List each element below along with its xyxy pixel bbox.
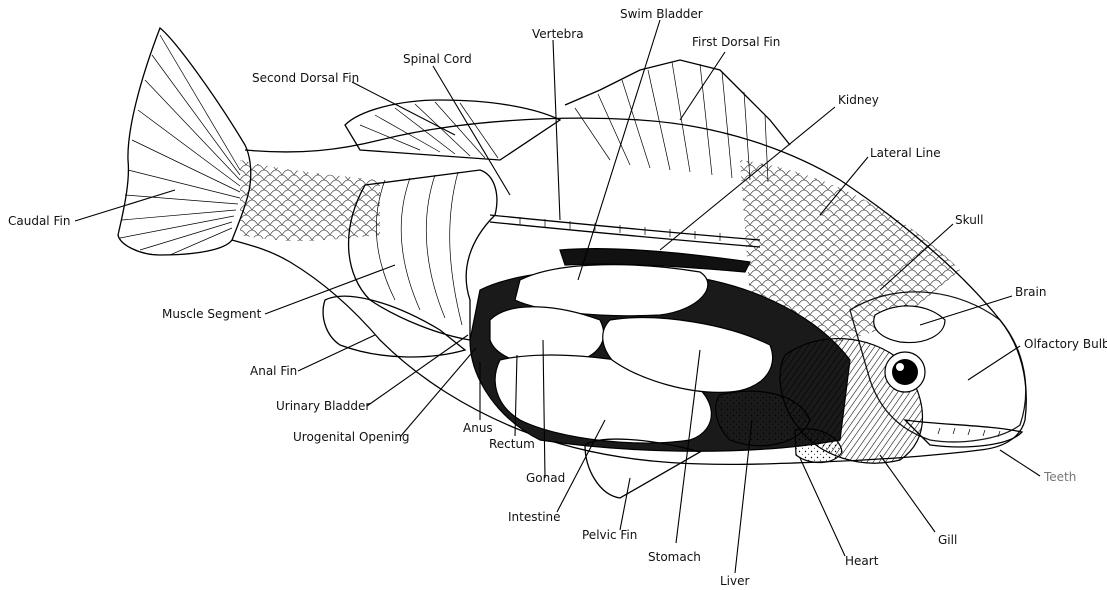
leader-spinal-cord — [433, 66, 510, 195]
label-heart: Heart — [845, 554, 879, 568]
label-pelvic-fin: Pelvic Fin — [582, 528, 637, 542]
label-swim-bladder: Swim Bladder — [620, 7, 703, 21]
label-olfactory-bulb: Olfactory Bulb — [1024, 337, 1107, 351]
label-skull: Skull — [955, 213, 983, 227]
label-anus: Anus — [463, 421, 493, 435]
caudal-fin-drawing — [118, 28, 251, 255]
leader-anal-fin — [298, 335, 375, 371]
leader-gill — [880, 455, 935, 532]
label-stomach: Stomach — [648, 550, 701, 564]
label-urogenital-opening: Urogenital Opening — [293, 430, 410, 444]
label-lateral-line: Lateral Line — [870, 146, 941, 160]
vertebral-column-drawing — [490, 215, 760, 247]
label-anal-fin: Anal Fin — [250, 364, 297, 378]
leader-teeth — [1000, 450, 1040, 476]
label-liver: Liver — [720, 574, 750, 588]
label-gill: Gill — [938, 533, 957, 547]
label-caudal-fin: Caudal Fin — [8, 214, 70, 228]
anal-fin-drawing — [323, 296, 465, 357]
leader-vertebra — [553, 40, 560, 220]
second-dorsal-fin-drawing — [345, 100, 560, 160]
label-urinary-bladder: Urinary Bladder — [276, 399, 370, 413]
label-second-dorsal-fin: Second Dorsal Fin — [252, 71, 359, 85]
leader-heart — [800, 458, 845, 556]
leader-pelvic-fin — [620, 478, 630, 530]
label-rectum: Rectum — [489, 437, 535, 451]
leader-muscle-segment — [265, 265, 395, 314]
label-gonad: Gonad — [526, 471, 565, 485]
label-spinal-cord: Spinal Cord — [403, 52, 472, 66]
label-brain: Brain — [1015, 285, 1046, 299]
label-vertebra: Vertebra — [532, 27, 584, 41]
leader-olfactory-bulb — [968, 346, 1020, 380]
label-intestine: Intestine — [508, 510, 561, 524]
label-first-dorsal-fin: First Dorsal Fin — [692, 35, 780, 49]
label-teeth: Teeth — [1043, 470, 1076, 484]
label-muscle-segment: Muscle Segment — [162, 307, 262, 321]
leader-second-dorsal-fin — [352, 82, 455, 135]
leader-brain — [920, 296, 1012, 325]
label-kidney: Kidney — [838, 93, 879, 107]
leader-swim-bladder — [578, 20, 660, 280]
leader-urinary-bladder — [367, 335, 468, 406]
